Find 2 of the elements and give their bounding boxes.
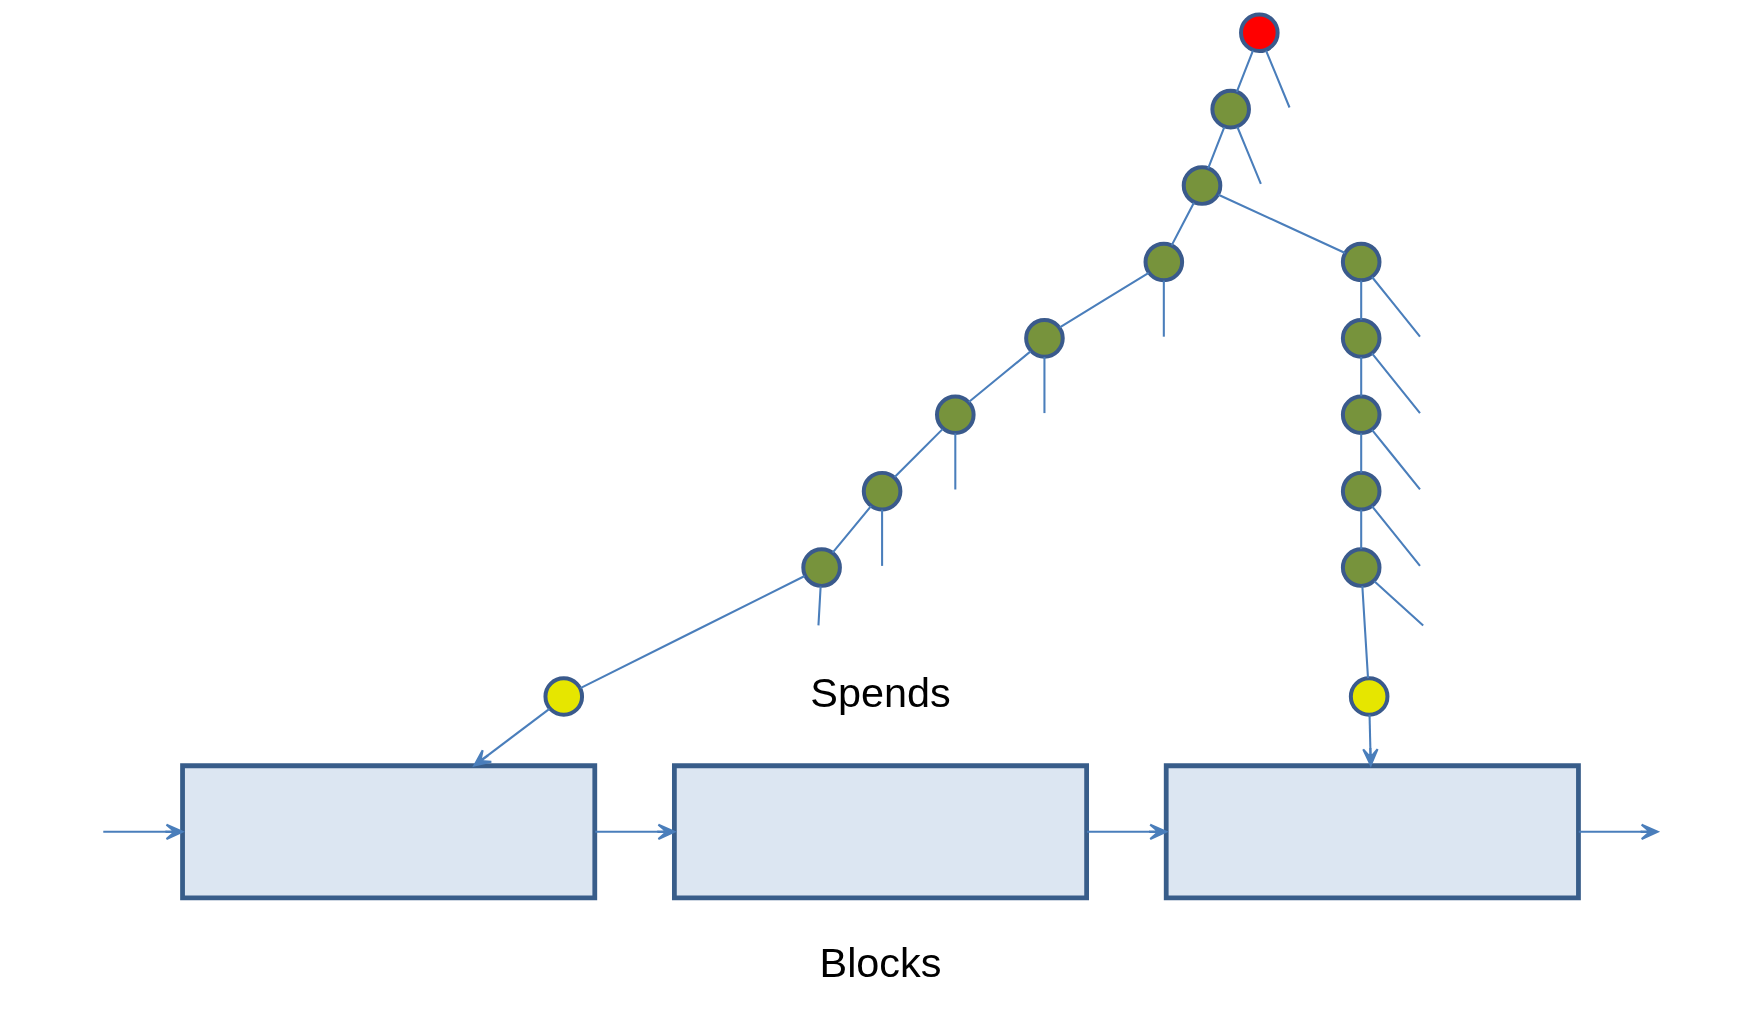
label: Spends — [810, 669, 951, 716]
label: Blocks — [819, 940, 942, 987]
